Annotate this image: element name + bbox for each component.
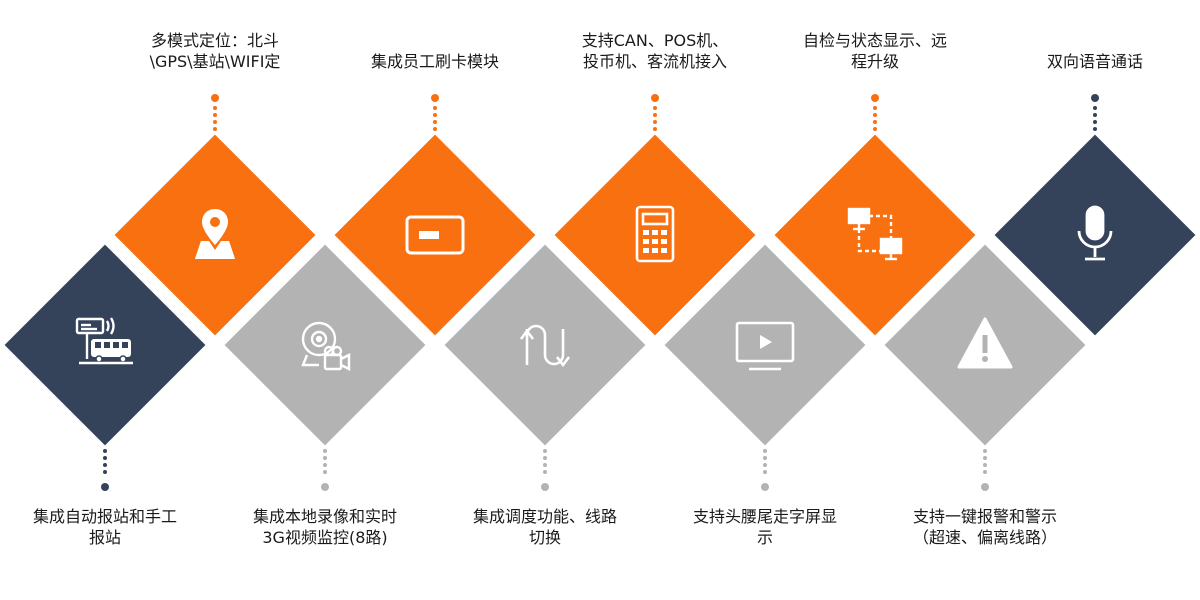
connector-dot [321,483,329,491]
feature-label-line: 切换 [528,528,561,547]
feature-label: 支持一键报警和警示 （超速、偏离线路） [885,506,1085,548]
connector-dot [871,94,879,102]
connector-line-dot [1093,127,1097,131]
feature-label-line: 程升级 [850,52,899,71]
connector-line-dot [433,106,437,110]
feature-label: 自检与状态显示、远程升级 [775,30,975,72]
connector-line-dot [213,120,217,124]
connector-line-dot [543,463,547,467]
connector-line-dot [323,456,327,460]
connector-dot [541,483,549,491]
feature-label-line: 报站 [88,528,121,547]
connector-line-dot [983,463,987,467]
connector-line-dot [873,106,877,110]
connector-line-dot [433,120,437,124]
connector-line-dot [543,456,547,460]
connector-line-dot [323,449,327,453]
connector-dot [101,483,109,491]
connector-line-dot [433,127,437,131]
feature-label-line: 示 [756,528,773,547]
connector-line-dot [983,449,987,453]
feature-label: 双向语音通话 [995,51,1195,72]
connector-line-dot [103,463,107,467]
connector-dot [981,483,989,491]
connector-line-dot [1093,106,1097,110]
feature-label: 集成本地录像和实时 3G视频监控(8路) [225,506,425,548]
feature-label-line: 集成自动报站和手工 [32,507,177,526]
connector-line-dot [873,127,877,131]
connector-line-dot [653,127,657,131]
connector-line-dot [433,113,437,117]
monitor-play-icon [725,305,805,385]
feature-label-line: 支持头腰尾走字屏显 [692,507,837,526]
connector-line-dot [873,113,877,117]
feature-label-line: \GPS\基站\WIFI定 [149,52,281,71]
feature-label-line: 集成本地录像和实时 [252,507,397,526]
feature-label: 多模式定位：北斗 \GPS\基站\WIFI定 [115,30,315,72]
video-camera-icon [285,305,365,385]
connector-line-dot [653,120,657,124]
feature-label: 支持头腰尾走字屏显示 [665,506,865,548]
feature-label-line: 自检与状态显示、远 [802,31,947,50]
feature-label-line: （超速、偏离线路） [912,528,1057,547]
connector-dot [431,94,439,102]
connector-line-dot [763,449,767,453]
connector-line-dot [323,463,327,467]
route-switch-icon [505,305,585,385]
feature-label-line: 投币机、客流机接入 [582,52,727,71]
connector-line-dot [1093,113,1097,117]
connector-line-dot [103,470,107,474]
connector-line-dot [763,463,767,467]
connector-line-dot [543,470,547,474]
connector-line-dot [983,470,987,474]
feature-label: 集成自动报站和手工报站 [5,506,205,548]
connector-line-dot [983,456,987,460]
connector-line-dot [873,120,877,124]
connector-line-dot [213,106,217,110]
calculator-icon [615,195,695,275]
feature-label-line: 多模式定位：北斗 [150,31,279,50]
connector-line-dot [653,106,657,110]
connector-line-dot [103,456,107,460]
connector-line-dot [653,113,657,117]
connector-dot [651,94,659,102]
network-icon [835,195,915,275]
connector-dot [761,483,769,491]
connector-line-dot [763,470,767,474]
connector-line-dot [213,127,217,131]
connector-line-dot [763,456,767,460]
feature-label-line: 支持一键报警和警示 [912,507,1057,526]
feature-label: 集成调度功能、线路切换 [445,506,645,548]
connector-dot [211,94,219,102]
map-pin-icon [175,195,255,275]
connector-line-dot [213,113,217,117]
feature-label-line: 双向语音通话 [1046,52,1143,71]
feature-label-line: 集成员工刷卡模块 [370,52,499,71]
feature-label-line: 集成调度功能、线路 [472,507,617,526]
feature-label-line: 3G视频监控(8路) [262,528,388,547]
microphone-icon [1055,195,1135,275]
connector-dot [1091,94,1099,102]
feature-label-line: 支持CAN、POS机、 [581,31,729,50]
connector-line-dot [543,449,547,453]
connector-line-dot [1093,120,1097,124]
feature-label: 集成员工刷卡模块 [335,51,535,72]
connector-line-dot [323,470,327,474]
feature-label: 支持CAN、POS机、投币机、客流机接入 [555,30,755,72]
warning-icon [945,305,1025,385]
bus-station-icon [65,305,145,385]
card-icon [395,195,475,275]
connector-line-dot [103,449,107,453]
